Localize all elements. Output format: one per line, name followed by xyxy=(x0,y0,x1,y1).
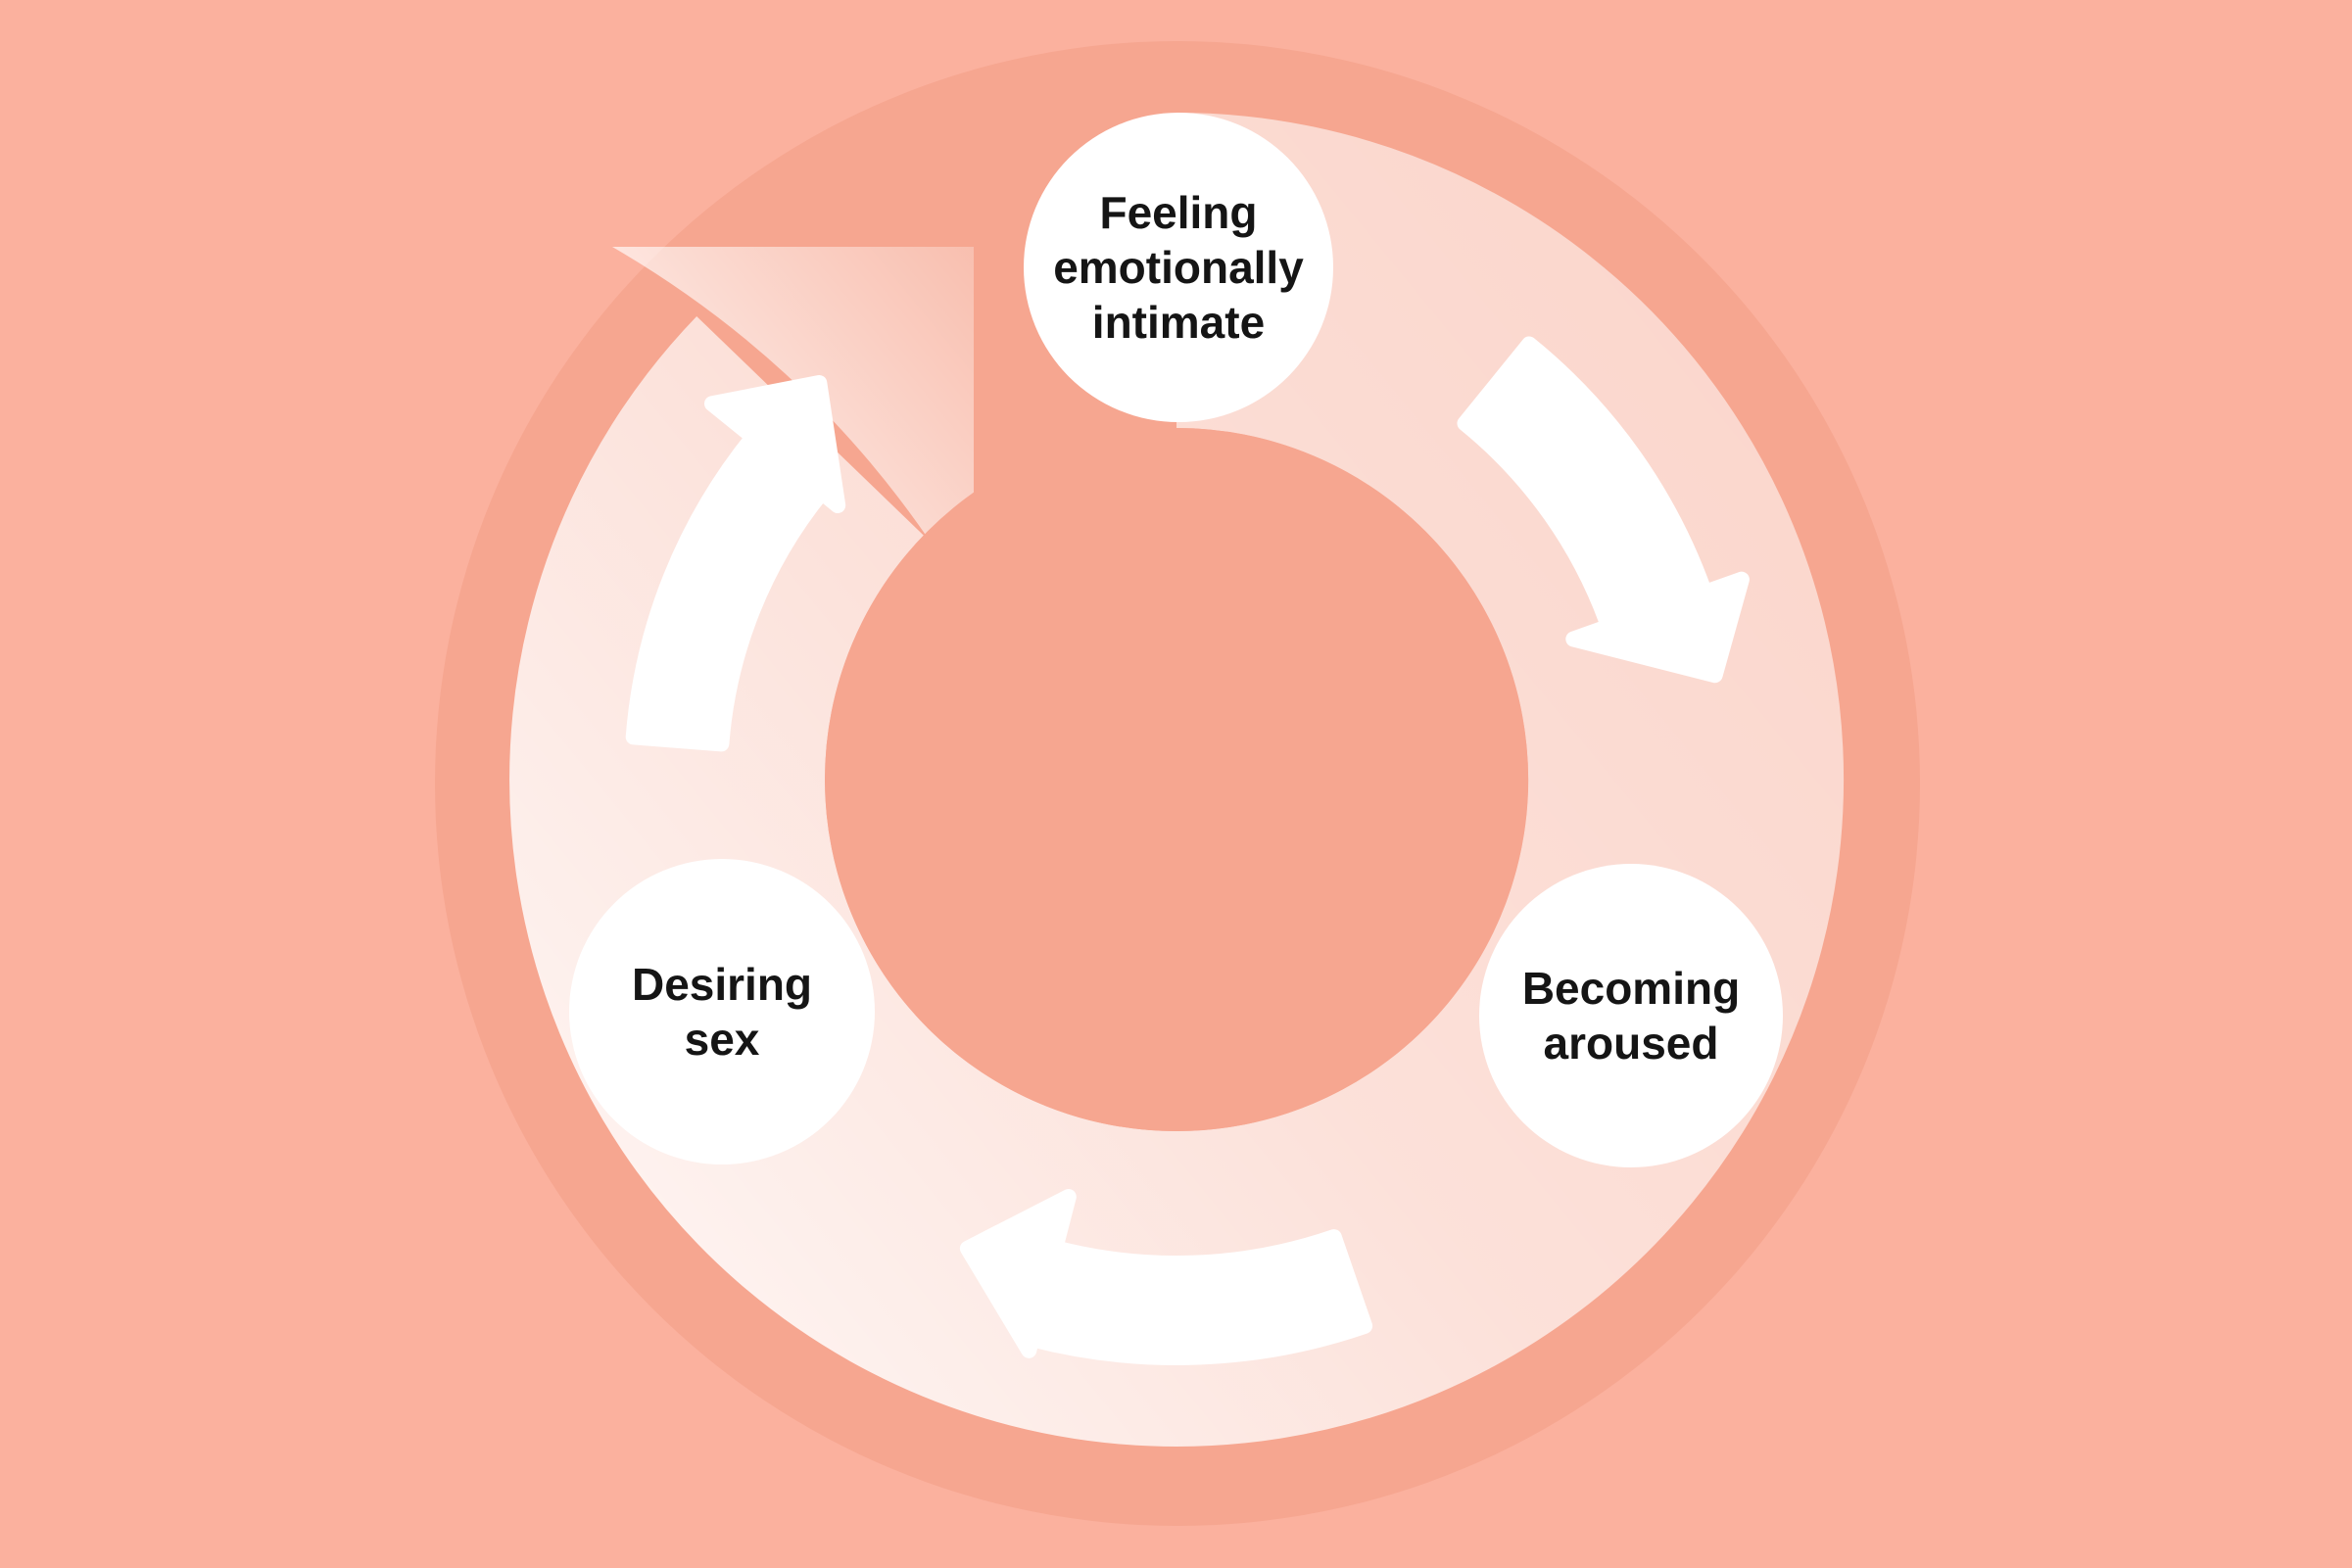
stage-node-desiring-sex: Desiring sex xyxy=(569,859,875,1164)
arrow-top-right-icon xyxy=(1457,336,1750,684)
stage-label: Feeling emotionally intimate xyxy=(1053,186,1304,349)
stage-label: Becoming aroused xyxy=(1521,962,1741,1069)
stage-label: Desiring sex xyxy=(631,958,813,1065)
arrow-bottom-icon xyxy=(959,1189,1373,1366)
cycle-band-arrowhead-icon xyxy=(612,247,974,611)
center-hole xyxy=(825,428,1528,1131)
arrow-left-icon xyxy=(625,375,846,752)
stage-node-becoming-aroused: Becoming aroused xyxy=(1479,864,1783,1167)
stage-node-feeling-emotionally-intimate: Feeling emotionally intimate xyxy=(1024,113,1333,422)
